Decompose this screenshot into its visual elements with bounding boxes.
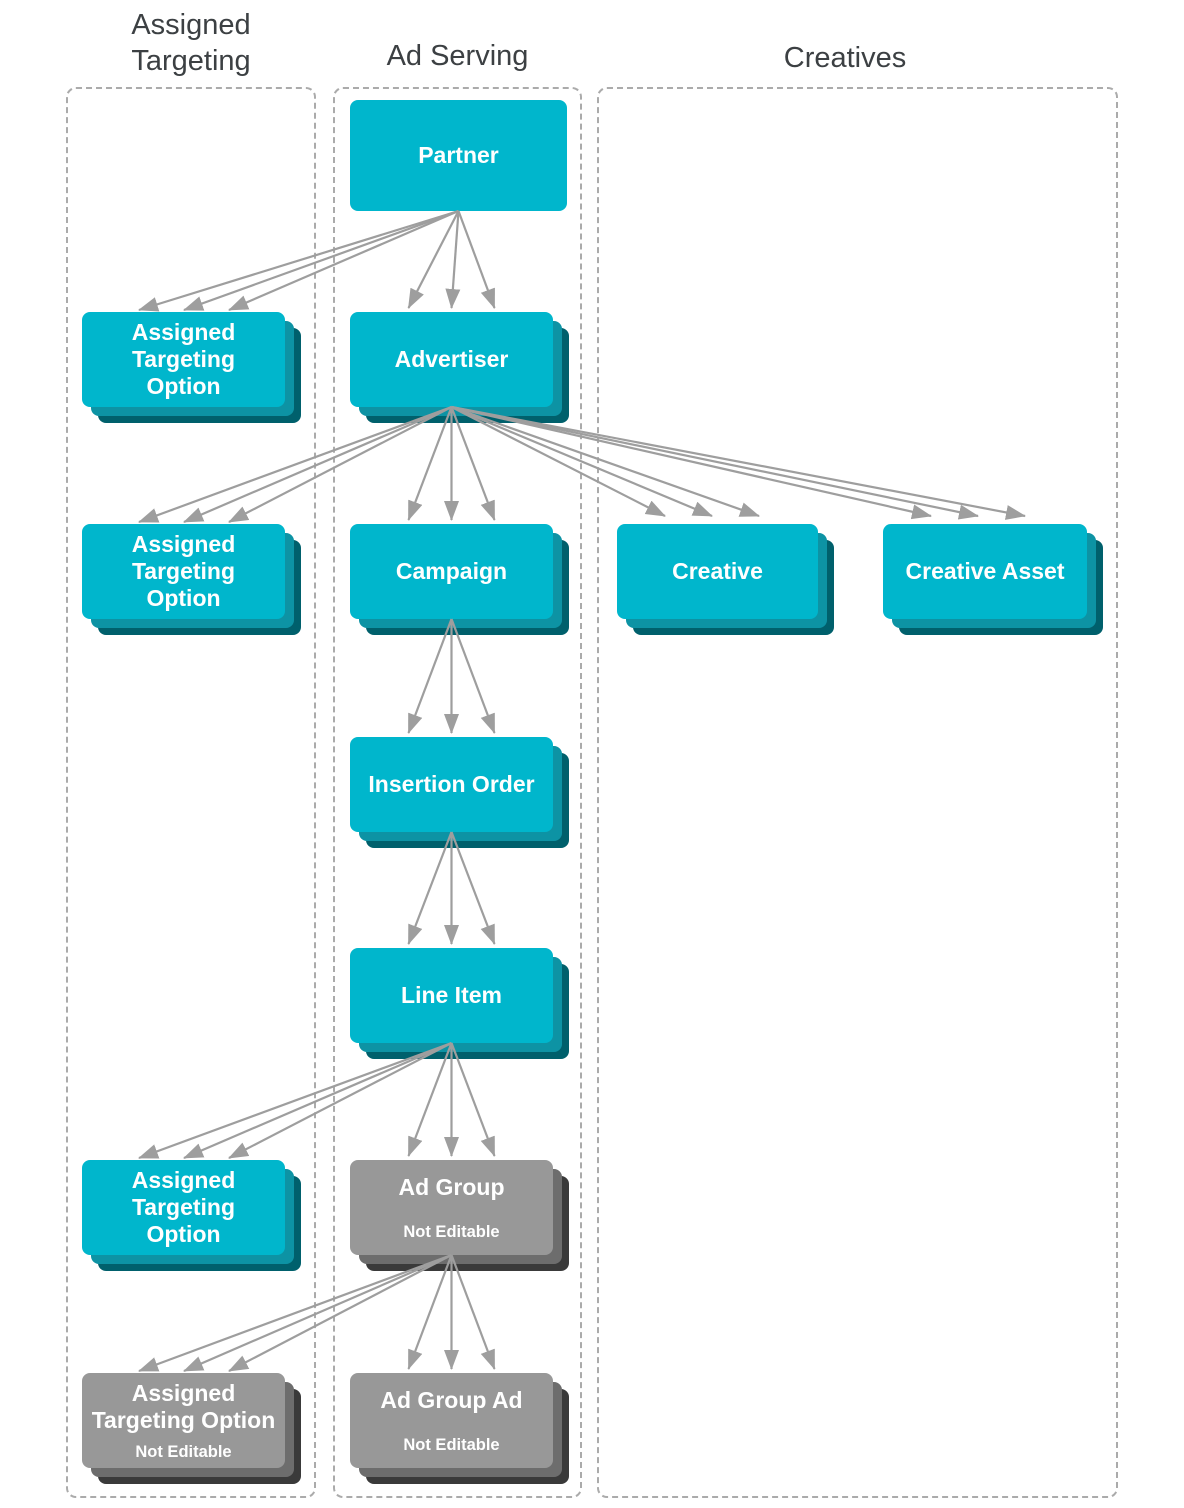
node-creative-label: Creative (672, 558, 763, 584)
node-assigned-targeting-option-2-label: Assigned Targeting Option (131, 531, 236, 611)
node-insertion-order: Insertion Order (350, 737, 553, 832)
column-title-creatives: Creatives (783, 42, 907, 74)
node-ad-group-ad: Ad Group Ad Not Editable (350, 1373, 553, 1468)
node-assigned-targeting-option-4-sublabel: Not Editable (135, 1442, 232, 1461)
container-ad-serving (333, 87, 582, 1498)
container-assigned-targeting (66, 87, 316, 1498)
node-assigned-targeting-option-1-label: Assigned Targeting Option (131, 319, 236, 399)
node-ad-group-ad-label: Ad Group Ad (380, 1386, 523, 1413)
node-assigned-targeting-option-2: Assigned Targeting Option (82, 524, 285, 619)
node-advertiser: Advertiser (350, 312, 553, 407)
node-assigned-targeting-option-3-label: Assigned Targeting Option (131, 1167, 236, 1247)
node-ad-group-label: Ad Group (398, 1173, 505, 1200)
column-title-assigned-targeting: Assigned Targeting (131, 9, 251, 77)
node-campaign: Campaign (350, 524, 553, 619)
node-advertiser-label: Advertiser (394, 346, 509, 372)
node-line-item: Line Item (350, 948, 553, 1043)
node-assigned-targeting-option-4-label: Assigned Targeting Option (91, 1379, 276, 1433)
column-title-ad-serving: Ad Serving (386, 40, 529, 72)
node-assigned-targeting-option-1: Assigned Targeting Option (82, 312, 285, 407)
node-partner-label: Partner (418, 142, 499, 168)
node-ad-group-ad-sublabel: Not Editable (403, 1435, 500, 1454)
node-creative-asset-label: Creative Asset (905, 558, 1065, 584)
node-partner: Partner (350, 100, 567, 211)
node-insertion-order-label: Insertion Order (368, 771, 535, 797)
node-creative-asset: Creative Asset (883, 524, 1087, 619)
node-campaign-label: Campaign (395, 558, 508, 584)
node-assigned-targeting-option-3: Assigned Targeting Option (82, 1160, 285, 1255)
node-ad-group-sublabel: Not Editable (403, 1222, 500, 1241)
node-line-item-label: Line Item (401, 982, 502, 1008)
node-creative: Creative (617, 524, 818, 619)
container-creatives (597, 87, 1118, 1498)
